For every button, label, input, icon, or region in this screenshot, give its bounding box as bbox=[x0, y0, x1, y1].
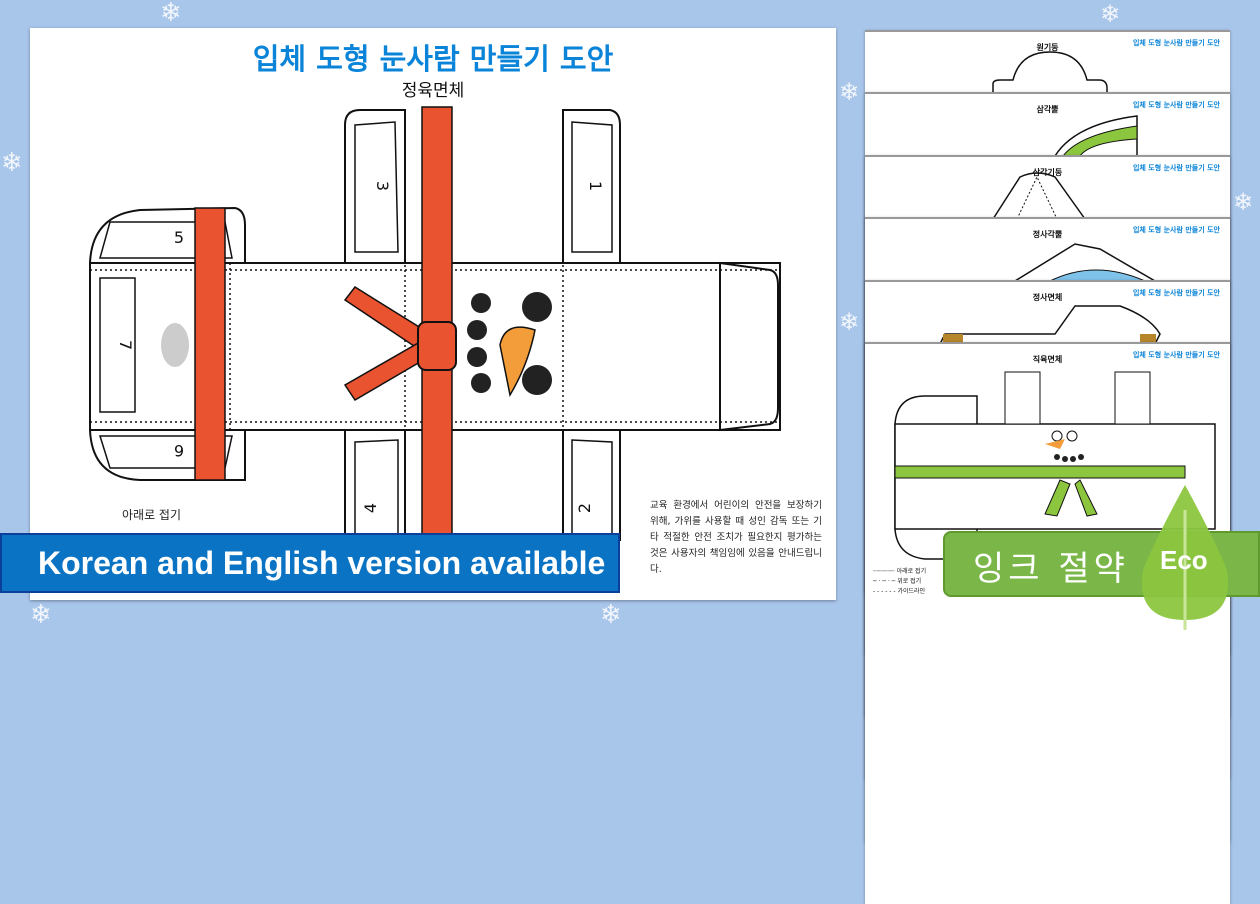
preview-header: 입체 도형 눈사람 만들기 도안 bbox=[1132, 101, 1220, 109]
snowflake-icon: ❄ bbox=[600, 600, 622, 630]
eco-badge: Eco bbox=[1160, 545, 1208, 575]
eco-leaf-drop-icon bbox=[1141, 485, 1229, 630]
preview-header: 입체 도형 눈사람 만들기 도안 bbox=[1132, 289, 1220, 297]
snowflake-icon: ❄ bbox=[30, 600, 52, 630]
preview-header: 입체 도형 눈사람 만들기 도안 bbox=[1132, 164, 1220, 172]
preview-shape-name: 삼각뿔 bbox=[1036, 105, 1059, 114]
snowflake-icon: ❄ bbox=[1233, 188, 1254, 216]
preview-header: 입체 도형 눈사람 만들기 도안 bbox=[1132, 226, 1220, 234]
preview-shape-name: 정사각뿔 bbox=[1032, 230, 1063, 239]
safety-note: 교육 환경에서 어린이의 안전을 보장하기 위해, 가위를 사용할 때 성인 감… bbox=[650, 500, 822, 575]
fold-legend-label: 아래로 접기 bbox=[122, 508, 182, 522]
snowflake-icon: ❄ bbox=[160, 0, 182, 28]
preview-header: 입체 도형 눈사람 만들기 도안 bbox=[1132, 351, 1220, 359]
preview-shape-name: 직육면체 bbox=[1032, 355, 1063, 364]
legend-guideline: - - - - - - 가이드라인 bbox=[873, 588, 926, 595]
shape-name: 정육면체 bbox=[401, 81, 465, 101]
ink-saving-label: 잉크 절약 bbox=[973, 549, 1129, 589]
legend-fold-up: ─ · ─ · ─ 위로 접기 bbox=[873, 578, 922, 585]
legend-fold-down: ┄┄┄┄┄┄ 아래로 접기 bbox=[873, 568, 927, 575]
snowflake-icon: ❄ bbox=[1100, 0, 1121, 28]
preview-shape-name: 원기둥 bbox=[1036, 43, 1059, 52]
language-availability-banner: Korean and English version available bbox=[0, 533, 620, 593]
snowflake-icon: ❄ bbox=[839, 78, 860, 106]
preview-header: 입체 도형 눈사람 만들기 도안 bbox=[1132, 39, 1220, 47]
snowflake-icon: ❄ bbox=[1, 148, 23, 178]
main-worksheet: 입체 도형 눈사람 만들기 도안 정육면체 아래로 접기 교육 환경에서 어린이… bbox=[30, 28, 836, 600]
preview-shape-name: 정사면체 bbox=[1032, 293, 1063, 302]
page-title: 입체 도형 눈사람 만들기 도안 bbox=[252, 42, 614, 76]
snowflake-icon: ❄ bbox=[839, 308, 860, 336]
preview-shape-name: 삼각기둥 bbox=[1032, 168, 1063, 177]
